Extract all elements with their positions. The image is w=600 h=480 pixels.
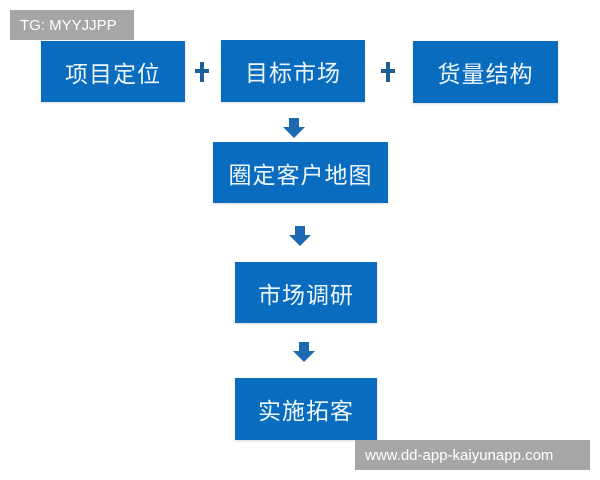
box-label: 实施拓客 [258, 399, 354, 425]
watermark-text: www.dd-app-kaiyunapp.com [365, 446, 554, 464]
plus-icon [195, 62, 209, 82]
box-project-positioning: 项目定位 [41, 41, 185, 102]
box-target-market: 目标市场 [221, 40, 365, 102]
box-volume-structure: 货量结构 [413, 41, 558, 103]
down-arrow-icon [283, 118, 305, 138]
box-execute-prospecting: 实施拓客 [235, 378, 377, 440]
down-arrow-icon [293, 342, 315, 362]
tg-label-text: TG: MYYJJPP [20, 16, 117, 34]
box-market-research: 市场调研 [235, 262, 377, 323]
watermark-badge: www.dd-app-kaiyunapp.com [355, 440, 590, 470]
plus-icon [381, 62, 395, 82]
box-label: 市场调研 [258, 282, 354, 309]
down-arrow-icon [289, 226, 311, 246]
box-label: 目标市场 [245, 61, 341, 87]
box-label: 圈定客户地图 [228, 162, 373, 189]
box-label: 货量结构 [437, 62, 534, 88]
box-customer-map: 圈定客户地图 [213, 142, 388, 203]
tg-label-badge: TG: MYYJJPP [10, 10, 134, 40]
box-label: 项目定位 [65, 61, 161, 88]
